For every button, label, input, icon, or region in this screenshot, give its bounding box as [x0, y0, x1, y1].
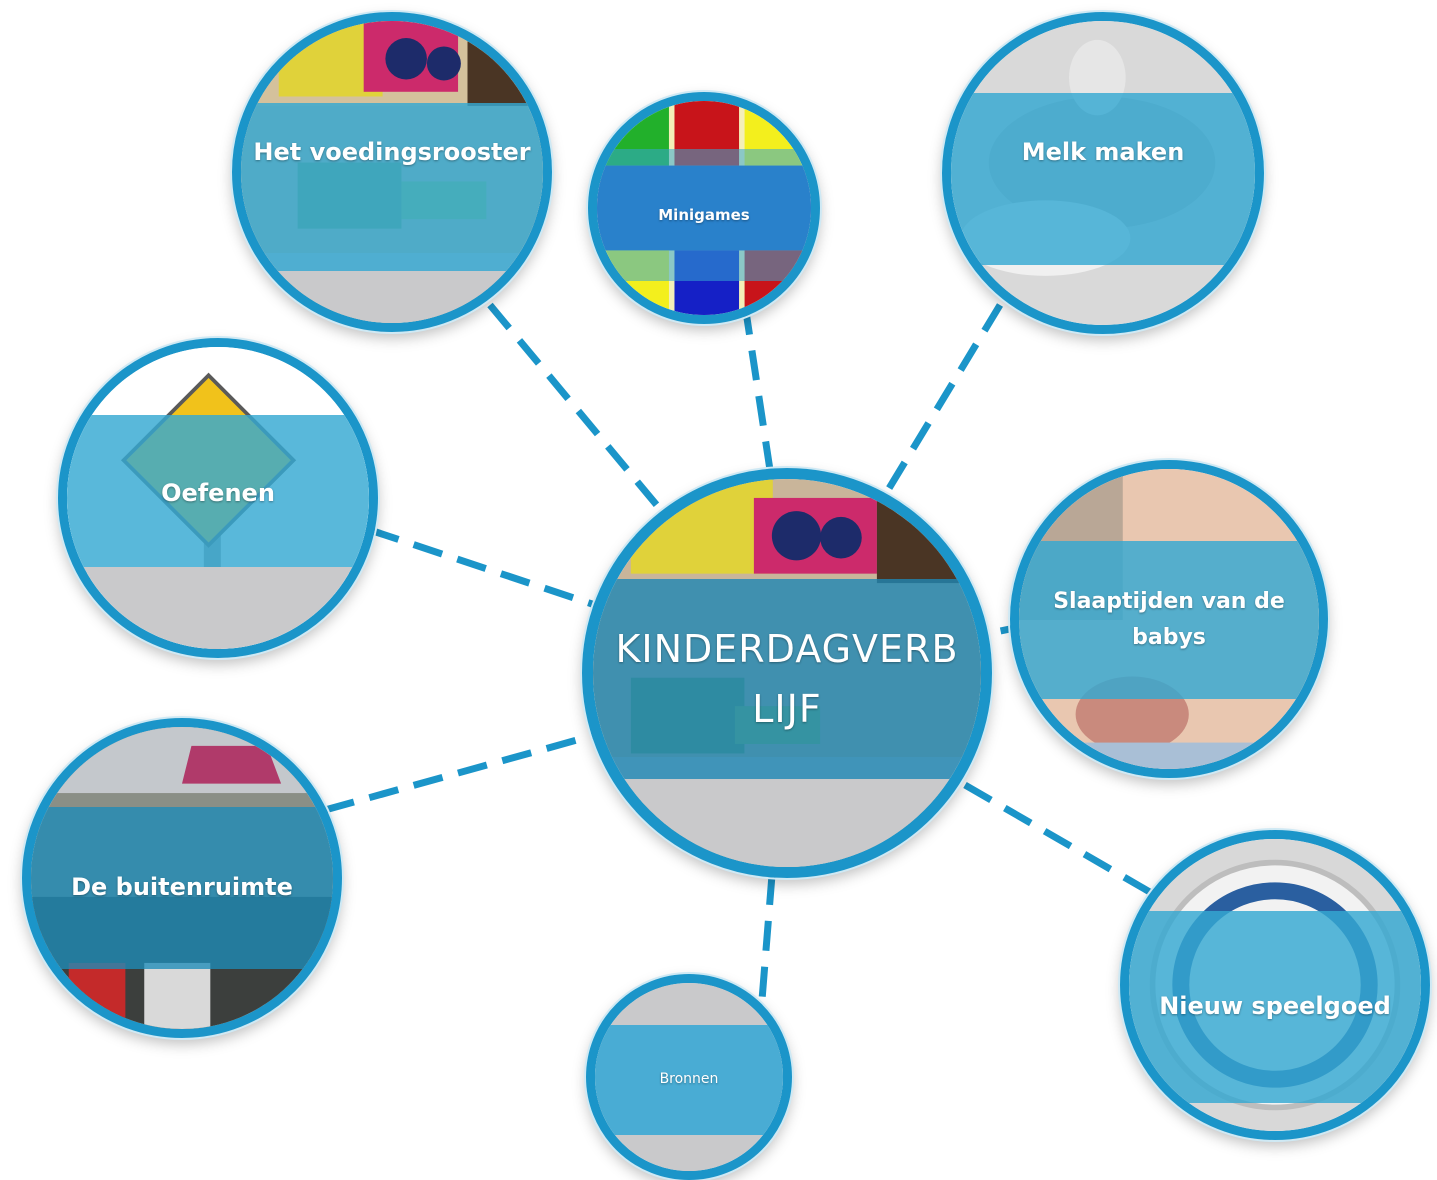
label-band: Slaaptijden van de babys [1019, 541, 1319, 699]
node-label: De buitenruimte [71, 873, 293, 902]
node-label: Oefenen [161, 479, 275, 508]
node-label: Melk maken [1021, 138, 1185, 166]
connector-melk [882, 303, 1003, 497]
node-minigames[interactable]: Minigames [588, 92, 820, 324]
page-title: KINDERDAGVERBLIJF [615, 627, 959, 731]
label-band: KINDERDAGVERBLIJF [593, 579, 981, 779]
node-label: Minigames [658, 205, 750, 224]
connector-buitenruimte [324, 731, 596, 814]
connector-minigames [741, 304, 774, 471]
label-band: Minigames [597, 149, 811, 281]
label-band: De buitenruimte [31, 807, 333, 969]
label-band: Het voedingsrooster [241, 103, 543, 271]
node-label: Slaaptijden van de babys [1053, 588, 1285, 650]
label-band: Nieuw speelgoed [1129, 911, 1421, 1103]
gray-base [67, 567, 369, 649]
node-label: Het voedingsrooster [253, 138, 531, 166]
node-center[interactable]: KINDERDAGVERBLIJF [582, 468, 992, 878]
node-melk[interactable]: Melk maken [942, 12, 1264, 334]
label-band: Oefenen [67, 415, 369, 573]
connector-bronnen [758, 874, 776, 1001]
node-oefenen[interactable]: Oefenen [58, 338, 378, 658]
node-slaaptijden[interactable]: Slaaptijden van de babys [1010, 460, 1328, 778]
connector-oefenen [368, 526, 597, 609]
node-speelgoed[interactable]: Nieuw speelgoed [1120, 830, 1430, 1140]
label-band: Melk maken [951, 93, 1255, 265]
node-bronnen[interactable]: Bronnen [586, 974, 792, 1180]
node-buitenruimte[interactable]: De buitenruimte [22, 718, 342, 1038]
connector-speelgoed [963, 781, 1157, 899]
label-band: Bronnen [595, 1025, 783, 1135]
node-voedingsrooster[interactable]: Het voedingsrooster [232, 12, 552, 332]
node-label: Bronnen [659, 1071, 719, 1088]
node-label: Nieuw speelgoed [1159, 992, 1391, 1021]
